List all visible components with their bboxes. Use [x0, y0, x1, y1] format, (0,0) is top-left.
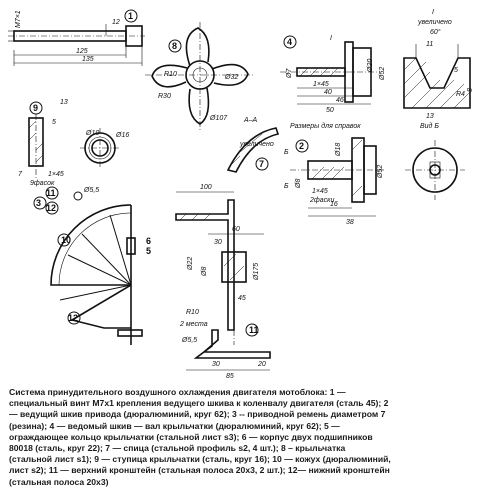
label-1: 1 [128, 11, 133, 21]
shaft-40: 40 [324, 89, 332, 96]
label-6: 6 [146, 236, 151, 246]
shaft-chamfer: 1×45 [313, 81, 329, 88]
label-5: 5 [146, 246, 151, 256]
bracket-85: 85 [226, 373, 234, 380]
label-8: 8 [172, 41, 177, 51]
part-4-pulley-shaft: 4 Ø7 Ø20 Ø52 1×45 40 46 50 I [280, 35, 386, 114]
screw-total-dim: 135 [82, 56, 94, 63]
hub-chamfer: 1×45 [48, 171, 64, 178]
label-2: 2 [299, 141, 304, 151]
label-7: 7 [259, 159, 264, 169]
screw-head-dim: 12 [112, 19, 120, 26]
hub-d10: Ø10 [85, 130, 99, 137]
label-4: 4 [287, 37, 292, 47]
reference-note: Размеры для справок [290, 122, 361, 130]
caption-line: (стальная полоса 20x3) [9, 476, 109, 487]
bracket-hole: Ø5,5 [181, 337, 197, 344]
caption-line: специальный винт М7х1 крепления ведущего… [9, 398, 389, 409]
caption-line: — ведущий шкив привода (дюралюминий, кру… [9, 409, 386, 420]
caption-line: лист s2); 11 — верхний кронштейн (стальн… [9, 465, 390, 476]
label-11: 11 [249, 325, 259, 335]
shaft-d7: Ø7 [286, 68, 293, 79]
groove-8: 8 [467, 88, 474, 92]
bracket-places: 2 места [179, 321, 208, 328]
pulley-d18: Ø18 [335, 143, 342, 157]
screw-thread-dim: M7×1 [15, 10, 22, 28]
bracket-100: 100 [200, 184, 212, 191]
label-3: 3 [36, 198, 41, 208]
shaft-46: 46 [336, 97, 344, 104]
bracket-d8: Ø8 [201, 267, 208, 277]
fan-r30: R30 [158, 93, 171, 100]
bracket-d175: Ø175 [253, 263, 260, 281]
section-aa: А–А увеличено 7 [226, 117, 280, 173]
pulley-38: 38 [346, 219, 354, 226]
bracket-45: 45 [238, 295, 246, 302]
pulley-d8: Ø8 [295, 179, 302, 189]
groove-detail-mark: I [432, 9, 434, 16]
pulley-chamfers: 2фаски [309, 197, 334, 204]
part-9-hub: 9 13 Ø16 Ø10 1×45 5 7 9фасок [18, 99, 129, 187]
hub-d16: Ø16 [115, 132, 129, 139]
groove-13: 13 [426, 113, 434, 120]
figure-caption: Система принудительного воздушного охлаж… [9, 387, 471, 488]
part-1-screw: M7×1 12 125 135 1 [8, 9, 145, 66]
pulley-d52: Ø52 [377, 165, 384, 179]
groove-r4: R4 [456, 91, 465, 98]
groove-angle: 60° [430, 28, 441, 36]
shaft-d20: Ø20 [367, 59, 374, 73]
caption-line: (стальной лист s1); 9 — ступица крыльчат… [9, 454, 391, 465]
shaft-detail-mark: I [330, 35, 332, 42]
bracket-d22: Ø22 [187, 257, 194, 271]
screw-length-dim: 125 [76, 48, 88, 55]
groove-detail: I увеличено 60° 11 5 13 R4 8 [403, 9, 474, 120]
shaft-50: 50 [326, 107, 334, 114]
hub-7: 7 [18, 171, 23, 178]
caption-line: 80018 (сталь, круг 22); 7 — спица (сталь… [9, 443, 346, 454]
bracket-30: 30 [214, 239, 222, 246]
caption-line: (резина); 4 — ведомый шкив — вал крыльча… [9, 420, 340, 431]
casing-hole: Ø5,5 [83, 187, 99, 194]
bracket-60: 60 [232, 226, 240, 233]
pulley-chamfer: 1×45 [312, 188, 328, 195]
fan-d107: Ø107 [209, 115, 228, 122]
section-label: А–А [243, 117, 258, 124]
groove-enlarged: увеличено [417, 19, 452, 26]
fan-r10: R10 [164, 71, 177, 78]
hub-chamfers-count: 9фасок [30, 180, 55, 187]
caption-line: ограждающее кольцо крыльчатки (стальной … [9, 431, 373, 442]
pulley-section-b2: Б [284, 183, 289, 190]
technical-drawing: M7×1 12 125 135 1 R10 Ø32 Ø107 R30 8 4 [8, 9, 474, 380]
label-9: 9 [33, 103, 38, 113]
bracket-30-bottom: 30 [212, 361, 220, 368]
caption-line: Система принудительного воздушного охлаж… [9, 387, 346, 397]
groove-5: 5 [454, 67, 458, 74]
part-2-drive-pulley: Размеры для справок Вид Б 2 Ø18 Ø52 Ø8 1… [284, 122, 465, 226]
view-b-label: Вид Б [420, 122, 439, 130]
label-10: 10 [61, 235, 71, 245]
groove-11: 11 [426, 41, 433, 48]
shaft-d52: Ø52 [379, 67, 386, 81]
bracket-20: 20 [257, 361, 266, 368]
pulley-16: 16 [330, 201, 338, 208]
part-10-casing: Ø5,5 11 12 6 5 10 12 3 [33, 186, 151, 345]
label-12-a: 12 [46, 203, 56, 213]
label-12: 12 [68, 313, 78, 323]
bracket-r10: R10 [186, 309, 199, 316]
hub-13: 13 [60, 99, 68, 106]
hub-5: 5 [52, 119, 56, 126]
part-11-bracket: 100 60 30 Ø22 Ø8 Ø175 45 R10 2 места Ø5,… [175, 184, 271, 380]
label-11-a: 11 [46, 188, 56, 198]
fan-d32: Ø32 [224, 74, 238, 81]
pulley-section-b1: Б [284, 149, 289, 156]
part-8-fan: R10 Ø32 Ø107 R30 8 [145, 22, 255, 130]
